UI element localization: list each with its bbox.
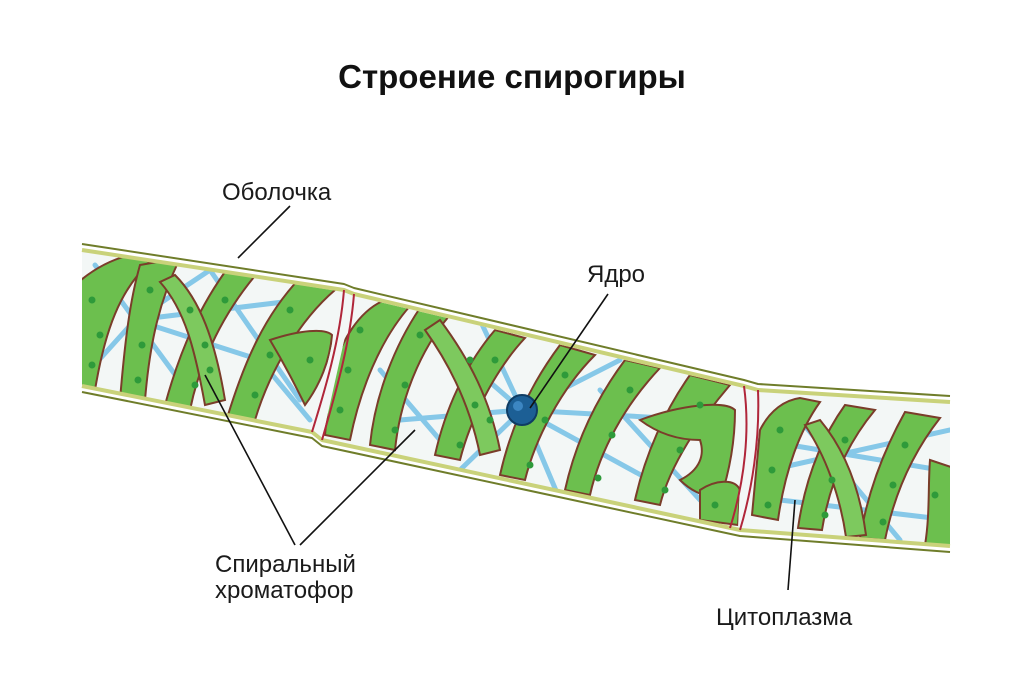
leader-line-nucleus — [529, 293, 609, 409]
page-title: Строение спирогиры — [338, 58, 686, 95]
leader-line-chromatophore-b — [299, 429, 416, 546]
nucleus — [506, 394, 538, 426]
pyrenoids — [764, 426, 939, 526]
chromatophore-bands — [323, 298, 742, 527]
cell-wall — [81, 243, 951, 553]
label-cytoplasm: Цитоплазма — [716, 604, 853, 631]
pyrenoids — [336, 326, 719, 509]
cell-3 — [750, 396, 950, 546]
pyrenoids — [88, 286, 314, 399]
leader-line-membrane — [237, 205, 291, 259]
cell-1 — [82, 253, 337, 423]
label-chromatophore-line2: хроматофор — [215, 577, 354, 604]
cell-2 — [323, 298, 742, 527]
leader-line-chromatophore-a — [204, 374, 296, 546]
chromatophore-bands — [750, 396, 950, 546]
label-membrane: Оболочка — [222, 179, 332, 206]
label-nucleus: Ядро — [587, 261, 646, 288]
leader-line-cytoplasm — [787, 499, 796, 591]
leader-lines — [204, 205, 796, 591]
label-chromatophore: Спиральный хроматофор — [215, 552, 356, 604]
label-chromatophore-line1: Спиральный — [215, 551, 356, 578]
chromatophore-bands — [82, 253, 337, 422]
